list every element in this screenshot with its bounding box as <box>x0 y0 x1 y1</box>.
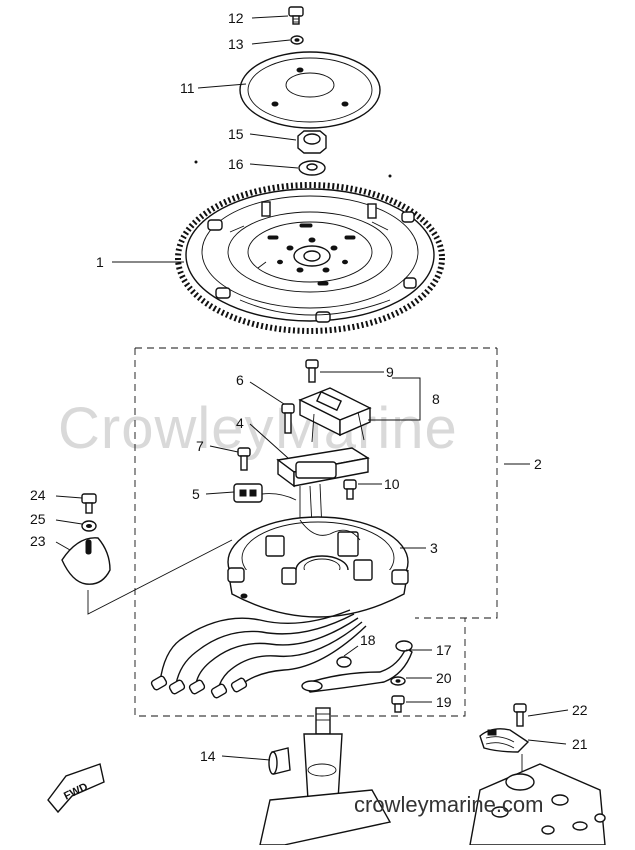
part-17-link <box>301 640 413 693</box>
callout-6: 6 <box>236 372 244 388</box>
callout-18: 18 <box>360 632 376 648</box>
part-22-screw <box>513 703 527 727</box>
fwd-arrow-icon: FWD <box>47 763 105 814</box>
part-23-bracket <box>61 537 111 585</box>
part-7-screw <box>237 447 251 471</box>
callout-1: 1 <box>96 254 104 270</box>
part-18-pin <box>336 656 352 668</box>
part-11-cover-plate <box>239 51 381 129</box>
part-14-spacer <box>268 747 291 775</box>
part-8-coil <box>298 359 372 443</box>
stator-kit-outline <box>134 347 498 717</box>
part-12-bolt <box>288 6 304 25</box>
callout-labels: 12 13 11 15 16 1 9 8 6 4 7 2 10 5 24 25 … <box>30 10 588 764</box>
watermark-center: CrowleyMarine <box>58 396 458 461</box>
callout-13: 13 <box>228 36 244 52</box>
callout-19: 19 <box>436 694 452 710</box>
part-19-screw <box>391 695 405 713</box>
part-20-washer <box>390 676 406 686</box>
part-13-washer <box>290 35 304 45</box>
callout-4: 4 <box>236 415 244 431</box>
callout-21: 21 <box>572 736 588 752</box>
part-25-washer <box>81 520 97 532</box>
callout-17: 17 <box>436 642 452 658</box>
wire-harness <box>150 609 367 699</box>
part-1-flywheel <box>175 182 445 334</box>
callout-12: 12 <box>228 10 244 26</box>
callout-20: 20 <box>436 670 452 686</box>
part-24-bolt <box>81 493 97 514</box>
crankshaft-housing <box>259 707 392 846</box>
callout-25: 25 <box>30 511 46 527</box>
callout-7: 7 <box>196 438 204 454</box>
callout-22: 22 <box>572 702 588 718</box>
callout-3: 3 <box>430 540 438 556</box>
callout-24: 24 <box>30 487 46 503</box>
part-3-stator-plate <box>227 516 409 618</box>
callout-2: 2 <box>534 456 542 472</box>
callout-11: 11 <box>180 80 195 96</box>
callout-5: 5 <box>192 486 200 502</box>
callout-16: 16 <box>228 156 244 172</box>
callout-leaders <box>55 15 569 761</box>
part-6-screw <box>281 403 295 434</box>
callout-23: 23 <box>30 533 46 549</box>
callout-9: 9 <box>386 364 394 380</box>
part-4-charge-coil <box>276 447 370 531</box>
callout-15: 15 <box>228 126 244 142</box>
part-10-screw <box>343 479 357 500</box>
callout-10: 10 <box>384 476 400 492</box>
part-15-nut <box>297 130 327 154</box>
callout-8: 8 <box>432 391 440 407</box>
part-21-spring-clamp <box>479 728 530 753</box>
watermark-bottom: crowleymarine.com <box>354 792 544 817</box>
part-16-washer <box>298 160 326 176</box>
engine-block-right <box>469 754 606 846</box>
callout-14: 14 <box>200 748 216 764</box>
part-5-connector <box>233 483 297 503</box>
